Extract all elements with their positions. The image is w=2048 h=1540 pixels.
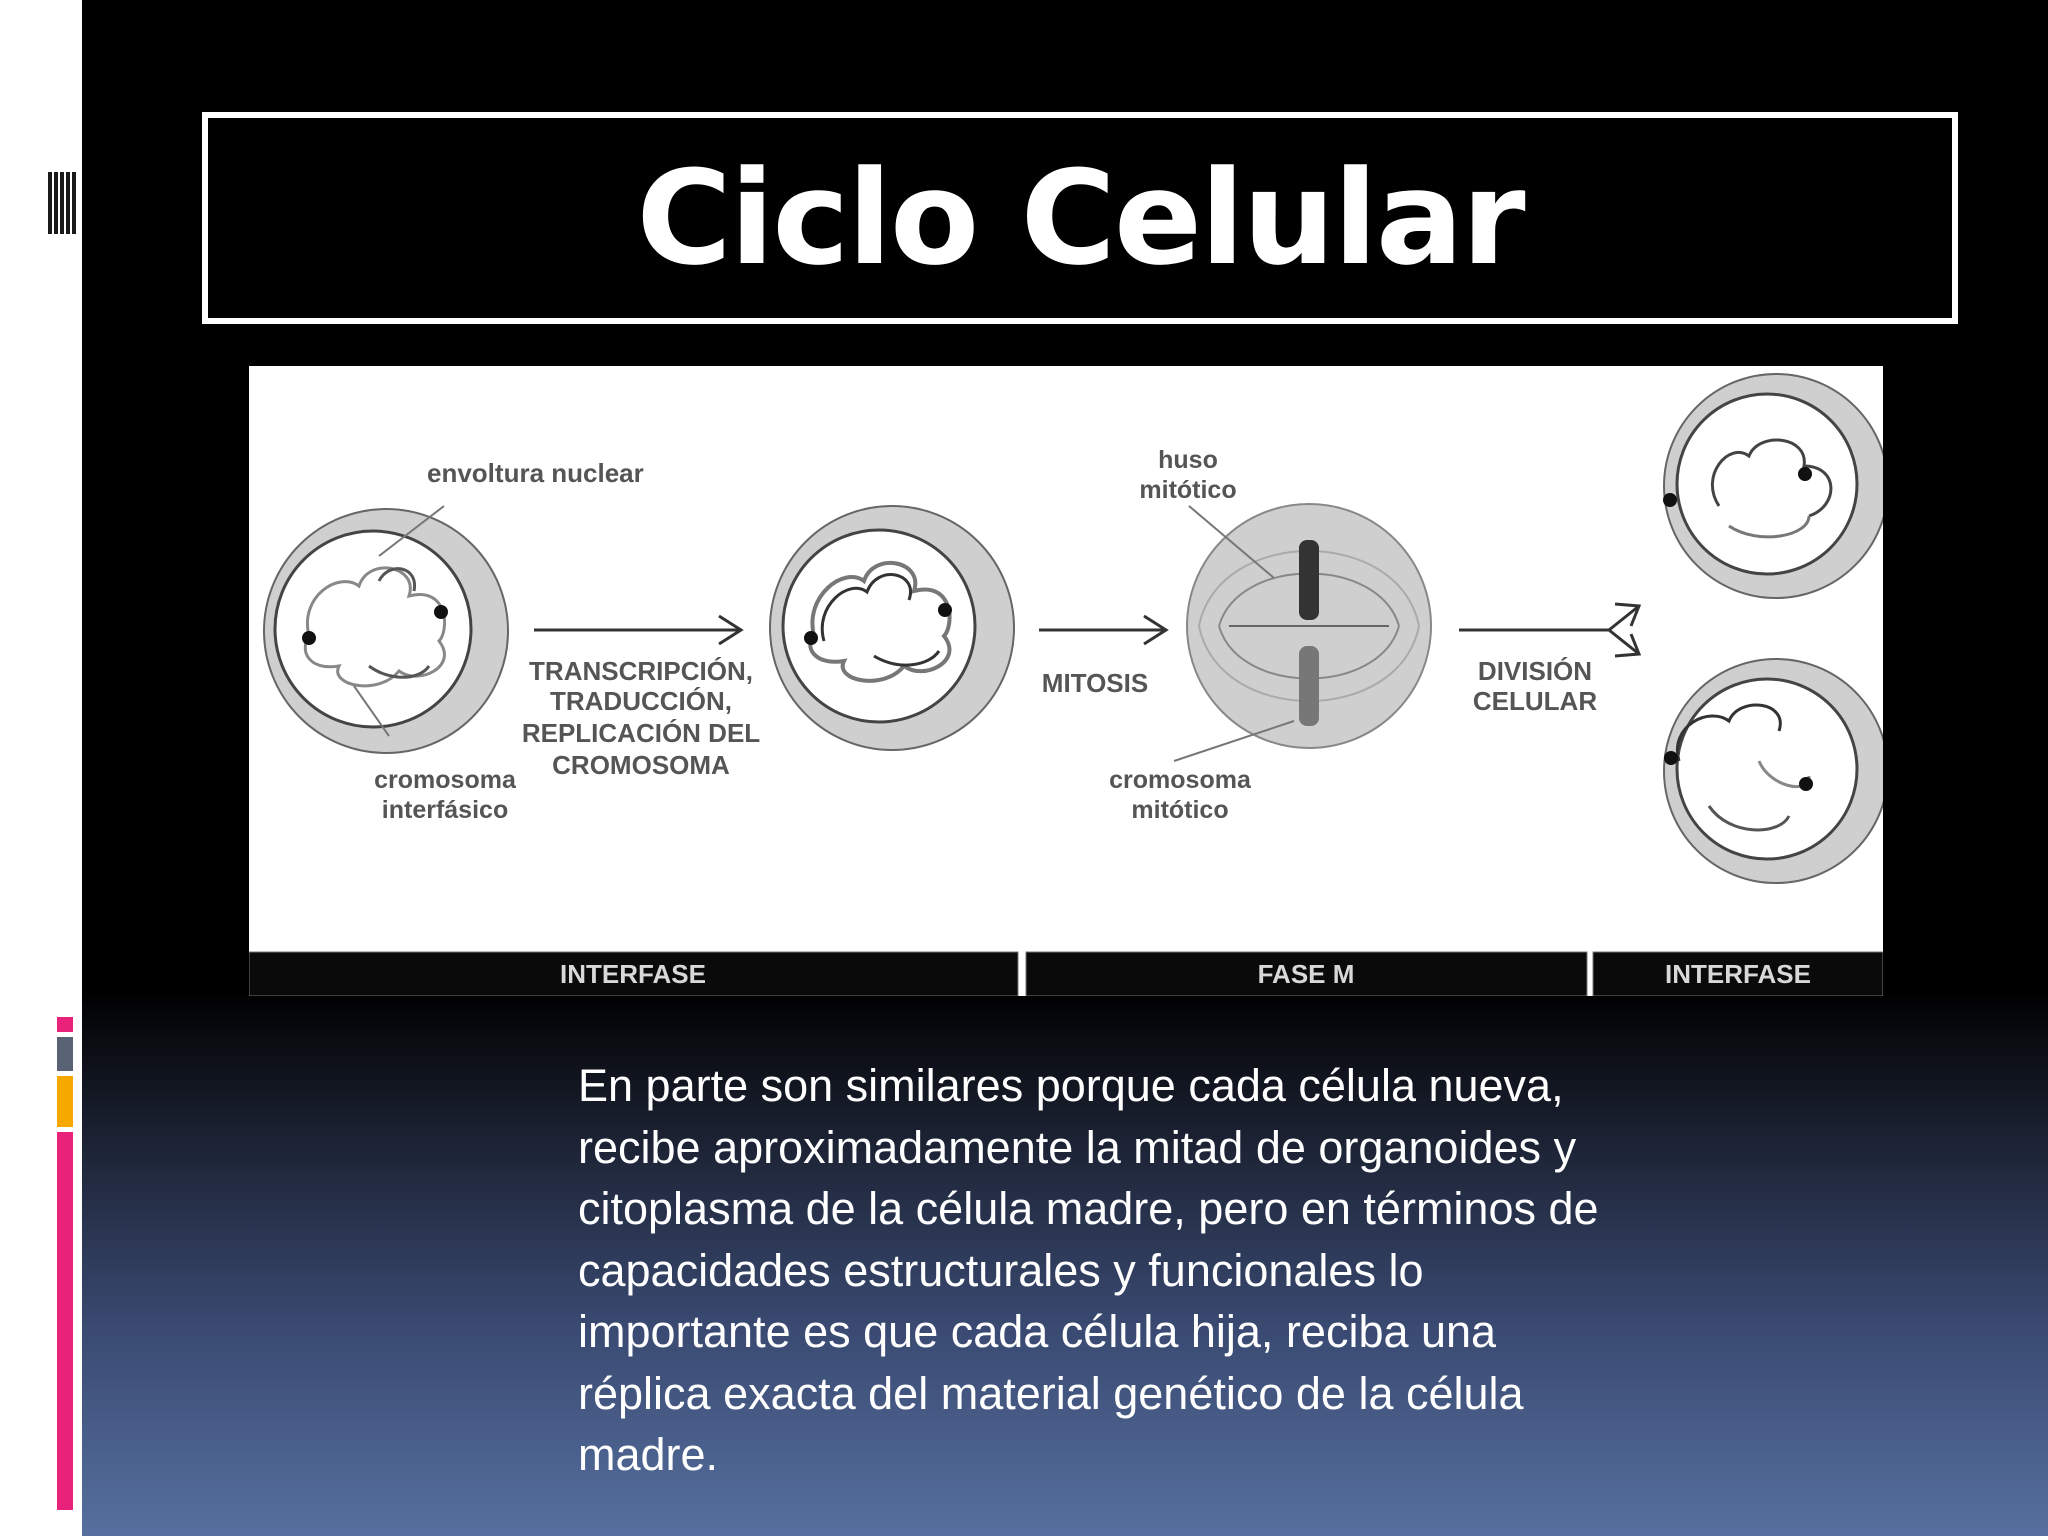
sidebar: [0, 0, 82, 1536]
label-transcripcion: TRADUCCIÓN,: [550, 686, 732, 716]
arrow-split-icon: [1459, 602, 1642, 658]
chromosome-bottom: [1299, 646, 1319, 726]
label-huso-mitotico: huso: [1158, 446, 1218, 474]
chromosome-top: [1299, 540, 1319, 620]
label-cromosoma-mitotico: mitótico: [1131, 796, 1228, 824]
phase-bar: INTERFASE FASE M INTERFASE: [249, 951, 1883, 996]
label-cromosoma-interfasico: cromosoma: [374, 766, 517, 794]
arrow-icon: [534, 614, 744, 646]
accent-bar-orange: [57, 1076, 73, 1127]
phase-interfase-2: INTERFASE: [1665, 959, 1811, 989]
cell-mitosis: [1186, 503, 1432, 749]
label-transcripcion: REPLICACIÓN DEL: [522, 718, 760, 748]
centromere-dot: [434, 605, 448, 619]
cell-interphase: [263, 508, 509, 754]
leader-line: [1173, 720, 1295, 762]
daughter-cell-bottom: [1663, 658, 1883, 884]
accent-bar-pink-top: [57, 1017, 73, 1032]
leader-line: [1188, 505, 1275, 579]
label-transcripcion: TRANSCRIPCIÓN,: [529, 656, 753, 686]
phase-interfase-1: INTERFASE: [560, 959, 706, 989]
diagram-background: [249, 366, 1883, 996]
label-division-celular: CELULAR: [1473, 686, 1597, 716]
body-paragraph: En parte son similares porque cada célul…: [578, 1060, 1599, 1480]
title-box: Ciclo Celular: [202, 112, 1958, 324]
label-huso-mitotico: mitótico: [1139, 476, 1236, 504]
label-mitosis: MITOSIS: [1042, 668, 1148, 698]
cell-replicated: [769, 505, 1015, 751]
centromere-dot: [804, 631, 818, 645]
stripes-icon: [48, 172, 76, 234]
cell-cycle-diagram: envoltura nuclear cromosoma interfásico …: [249, 366, 1883, 996]
leader-line: [378, 505, 445, 557]
phase-fase-m: FASE M: [1258, 959, 1355, 989]
label-transcripcion: CROMOSOMA: [552, 750, 730, 780]
accent-bar-gray: [57, 1037, 73, 1071]
accent-bar-pink: [57, 1132, 73, 1510]
centromere-dot: [938, 603, 952, 617]
arrow-icon: [1039, 614, 1169, 646]
leader-line: [353, 685, 390, 737]
label-division-celular: DIVISIÓN: [1478, 656, 1592, 686]
page-title: Ciclo Celular: [636, 142, 1525, 294]
sidebar-decoration: [48, 172, 76, 1510]
daughter-cell-top: [1663, 373, 1883, 599]
label-cromosoma-interfasico: interfásico: [382, 796, 508, 824]
centromere-dot: [302, 631, 316, 645]
label-cromosoma-mitotico: cromosoma: [1109, 766, 1252, 794]
label-envoltura-nuclear: envoltura nuclear: [427, 458, 644, 488]
